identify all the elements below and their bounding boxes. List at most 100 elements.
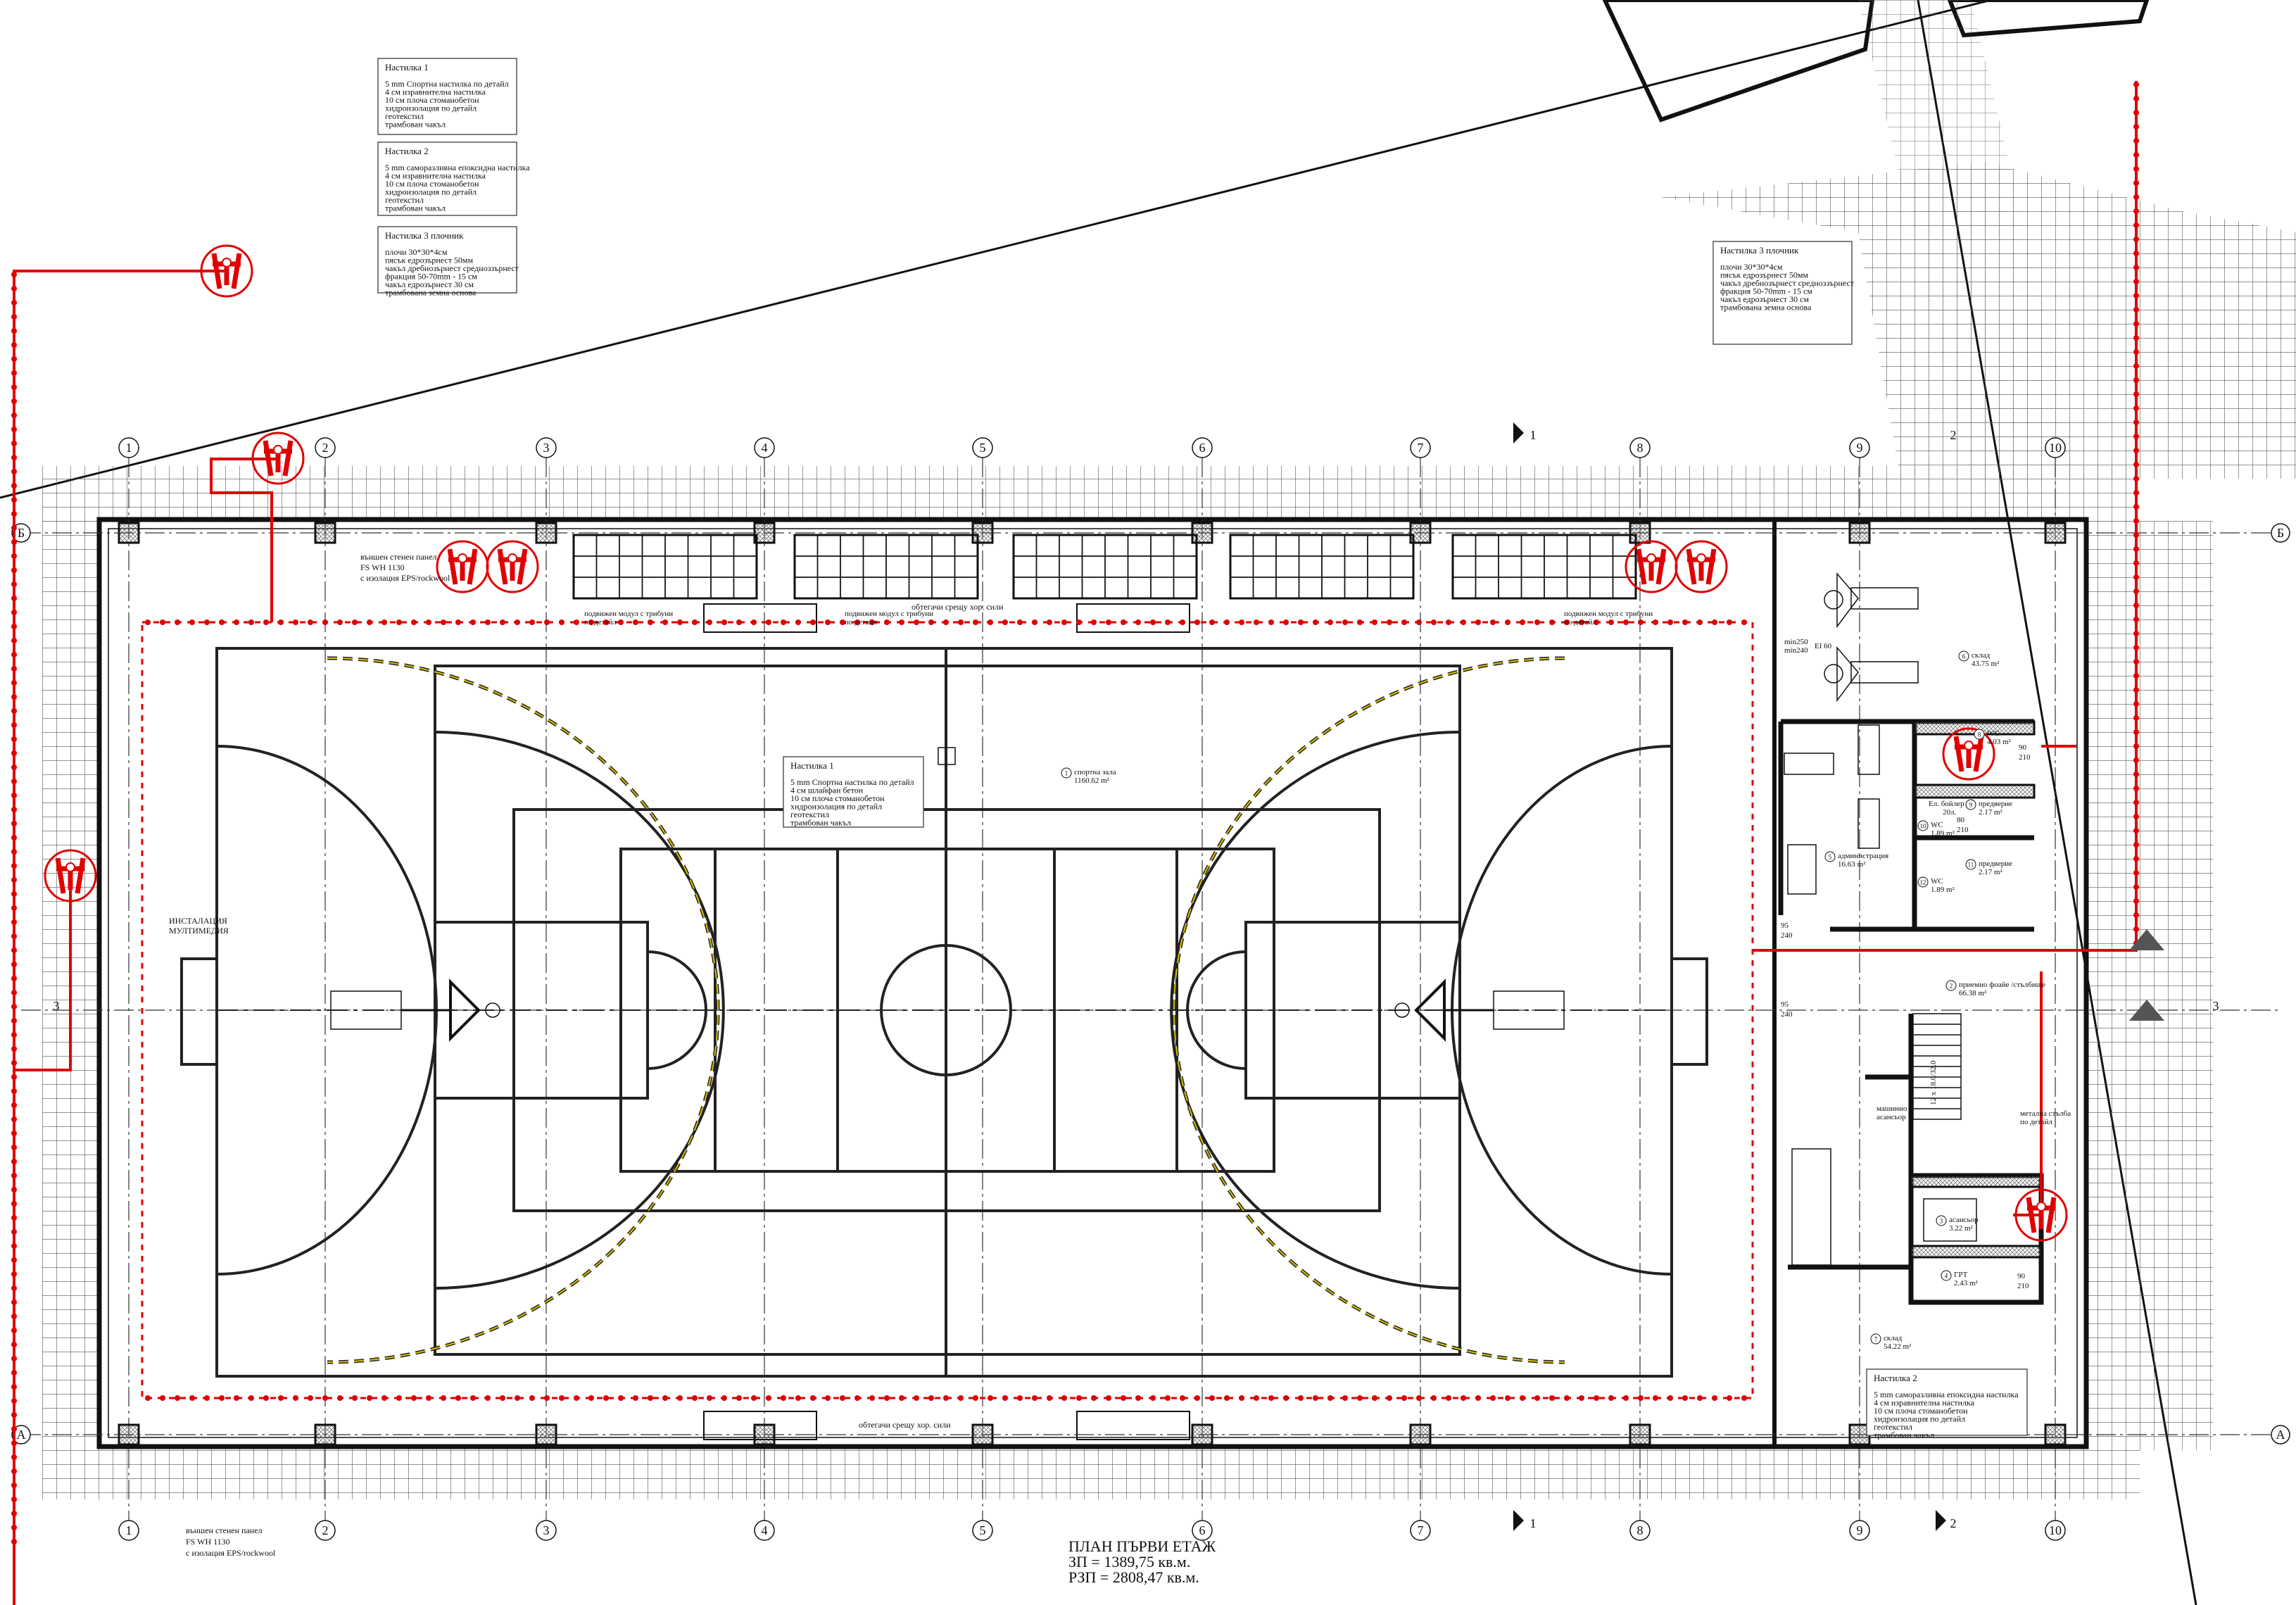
tribune-module — [572, 534, 758, 600]
room-name: спортна зала — [1074, 768, 1116, 776]
svg-text:по детайл: по детайл — [2020, 1118, 2052, 1126]
axis-label: А — [17, 1428, 26, 1442]
svg-text:FS WH 1130: FS WH 1130 — [360, 562, 405, 572]
room-number: 10 — [1920, 823, 1927, 830]
axis-bubble — [315, 1520, 336, 1541]
room-area: 1160.62 m² — [1074, 776, 1110, 785]
svg-text:по детайл: по детайл — [584, 618, 617, 627]
axis-label: 3 — [543, 1523, 550, 1537]
room-number: 12 — [1920, 879, 1926, 886]
axis-bubble — [1629, 437, 1651, 458]
note-line: 4 см изравнителна настилка — [385, 87, 486, 97]
axis-bubble — [972, 437, 993, 458]
svg-text:машинно: машинно — [1876, 1104, 1907, 1113]
svg-text:асансьор: асансьор — [1876, 1113, 1906, 1121]
svg-text:по детайл: по детайл — [845, 618, 877, 627]
room-area: 2.17 m² — [1979, 868, 2003, 876]
svg-text:външен стенен панел: външен стенен панел — [360, 552, 437, 562]
note-line: плочи 30*30*4см — [1720, 262, 1783, 272]
evacuation-sign-icon — [1942, 727, 1995, 781]
room-name: WC — [1987, 729, 2000, 738]
room-number: 8 — [1978, 731, 1981, 738]
annotations: ИНСТАЛАЦИЯ МУЛТИМЕДИЯ външен стенен пане… — [169, 552, 2071, 1558]
finish-note: Настилка 15 mm Спортна настилка по детай… — [783, 756, 924, 828]
axis-bubble — [2045, 1520, 2066, 1541]
north-arrow-icon — [2129, 929, 2164, 950]
svg-text:3: 3 — [53, 999, 60, 1013]
svg-text:90: 90 — [2019, 743, 2027, 752]
note-line: 4 см изравнителна настилка — [385, 171, 486, 181]
svg-text:80: 80 — [1957, 816, 1965, 824]
movable-module — [703, 603, 817, 633]
room-name: WC — [1931, 821, 1943, 829]
room-area: 43.75 m² — [1972, 660, 2000, 668]
paving-grid — [42, 0, 2296, 1499]
section-marker-icon — [1513, 1510, 1524, 1531]
axis-label: 1 — [126, 1523, 132, 1537]
axis-bubble — [315, 437, 336, 458]
room-number: 2 — [1950, 983, 1953, 990]
svg-text:95: 95 — [1781, 1000, 1789, 1009]
note-line: пясък едрозърнест 50мм — [1720, 270, 1809, 280]
svg-text:обтегачи срещу хор. сили: обтегачи срещу хор. сили — [859, 1420, 951, 1430]
note-line: 10 см плоча стоманобетон — [385, 95, 479, 105]
axis-label: 7 — [1418, 441, 1424, 455]
axis-label: 4 — [762, 1523, 768, 1537]
room-area: 54.22 m² — [1884, 1342, 1912, 1351]
room-number: 6 — [1962, 653, 1966, 660]
room-area: 2.43 m² — [1954, 1279, 1979, 1288]
svg-text:1: 1 — [1530, 1516, 1537, 1530]
axis-bubble — [536, 1520, 557, 1541]
room-name: предверие — [1979, 860, 2012, 868]
tribune-modules — [572, 534, 1637, 1440]
tribune-module — [1451, 534, 1637, 600]
svg-text:подвижен модул с трибуни: подвижен модул с трибуни — [845, 610, 933, 618]
room-name: WC — [1931, 877, 1943, 886]
office-furniture — [1784, 724, 1880, 895]
note-line: трамбован чакъл — [385, 203, 446, 213]
note-line: 5 mm саморазливна епоксидна настилка — [1874, 1390, 2019, 1399]
note-line: фракция 50-70mm - 15 см — [1720, 287, 1812, 296]
floor-finish-notes: Настилка 15 mm Спортна настилка по детай… — [377, 58, 2028, 1440]
axis-label: 9 — [1857, 1523, 1863, 1537]
axis-bubble — [118, 1520, 139, 1541]
note-line: 4 см изравнителна настилка — [1874, 1398, 1975, 1408]
room-number: 1 — [1065, 770, 1068, 777]
elevator-car — [1923, 1198, 1977, 1242]
room-name: склад — [1884, 1334, 1903, 1342]
note-line: хидроизолация по детайл — [1874, 1414, 1965, 1424]
note-line: трамбована земна основа — [385, 288, 477, 298]
axis-label: 10 — [2049, 441, 2062, 455]
axis-bubble — [1410, 1520, 1431, 1541]
note-title: Настилка 3 плочник — [1720, 245, 1799, 256]
note-line: хидроизолация по детайл — [790, 802, 882, 812]
evacuation-sign-icon — [486, 540, 539, 593]
note-title: Настилка 3 плочник — [385, 230, 464, 241]
finish-note: Настилка 25 mm саморазливна епоксидна на… — [377, 141, 530, 216]
svg-text:210: 210 — [2019, 753, 2031, 762]
svg-text:2: 2 — [1950, 1516, 1957, 1530]
note-line: чакъл дребнозърнест средноззърнест — [385, 263, 519, 273]
axis-bubble — [2271, 1425, 2290, 1444]
note-line: геотекстил — [385, 111, 424, 121]
axis-label: 5 — [980, 1523, 986, 1537]
evacuation-sign-icon — [2014, 1188, 2068, 1242]
axis-bubble — [1192, 437, 1213, 458]
axis-label: 6 — [1199, 1523, 1206, 1537]
axis-label: 8 — [1637, 1523, 1644, 1537]
room-number: 4 — [1945, 1273, 1948, 1280]
evacuation-sign-icon — [1674, 540, 1728, 593]
sports-court — [180, 647, 1708, 1378]
note-line: плочи 30*30*4см — [385, 247, 448, 257]
movable-module — [1076, 603, 1190, 633]
room-name: склад — [1972, 651, 1991, 660]
note-line: 4 см шлайфан бетон — [790, 786, 864, 795]
movable-module — [703, 1411, 817, 1440]
room-area: 4.03 m² — [1987, 738, 2012, 746]
